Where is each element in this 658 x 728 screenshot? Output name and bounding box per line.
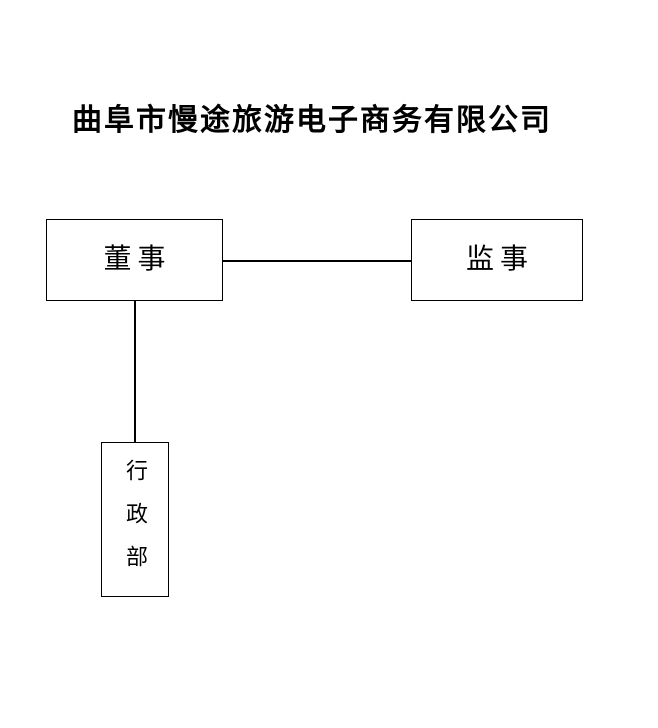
connector-director-admin-dept (134, 301, 136, 442)
connector-director-supervisor (223, 260, 411, 262)
org-node-admin-dept: 行政部 (101, 442, 169, 597)
org-node-director: 董事 (46, 219, 223, 301)
org-node-supervisor: 监事 (411, 219, 583, 301)
org-node-supervisor-label: 监事 (465, 244, 534, 275)
org-node-admin-dept-label: 行政部 (123, 459, 148, 588)
page-title: 曲阜市慢途旅游电子商务有限公司 (72, 104, 552, 137)
org-node-director-label: 董事 (103, 244, 172, 275)
